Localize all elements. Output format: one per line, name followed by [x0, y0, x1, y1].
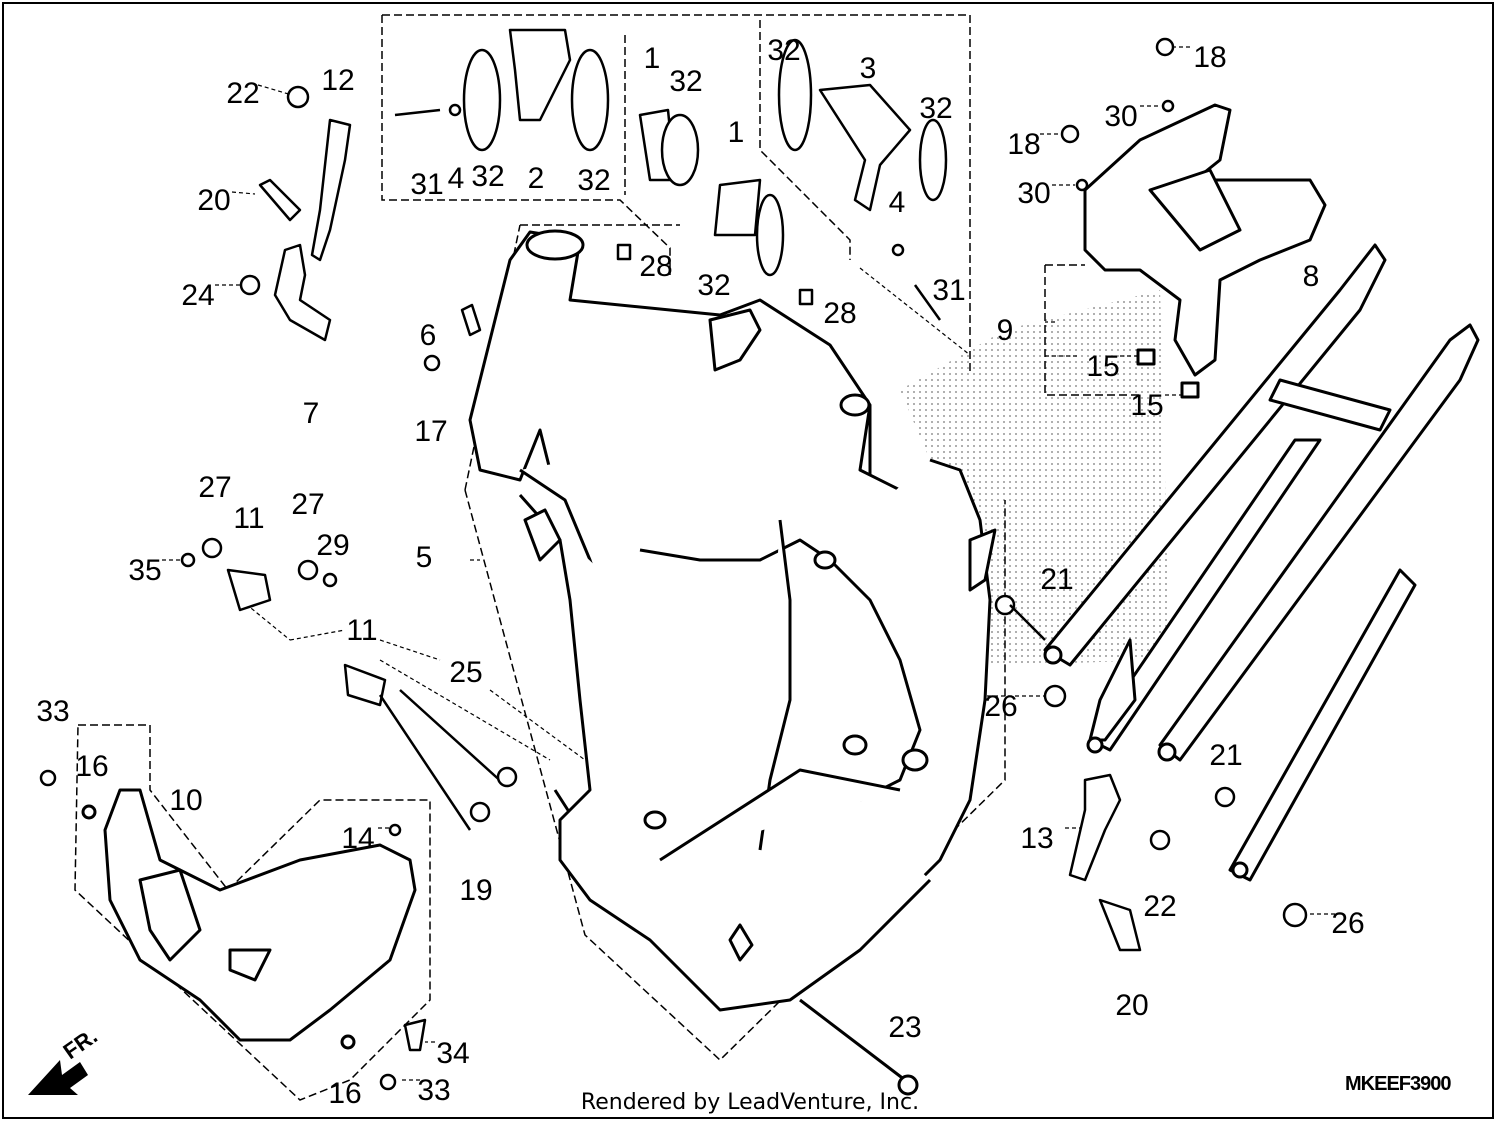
callout-c32c: 32 — [669, 65, 702, 98]
callout-c30a: 30 — [1104, 100, 1137, 133]
callout-c15a: 15 — [1086, 350, 1119, 383]
small-parts-right — [994, 594, 1308, 952]
callout-c32a: 32 — [471, 160, 504, 193]
group-boxes — [74, 14, 1140, 1101]
callout-c19: 19 — [459, 874, 492, 907]
callout-c9: 9 — [997, 314, 1014, 347]
callout-c23: 23 — [888, 1011, 921, 1044]
callout-c17: 17 — [414, 415, 447, 448]
callout-c24: 24 — [181, 279, 214, 312]
leader-lines — [162, 46, 1342, 1081]
callout-c3: 3 — [860, 52, 877, 85]
callout-c16b: 16 — [328, 1077, 361, 1110]
callout-c20a: 20 — [197, 184, 230, 217]
callout-c27b: 27 — [291, 488, 324, 521]
front-direction-arrow — [28, 1060, 88, 1095]
callout-c11a: 11 — [233, 502, 264, 535]
diagram-code: MKEEF3900 — [1345, 1073, 1451, 1095]
long-bolts — [799, 998, 919, 1096]
small-parts-left — [39, 85, 518, 1091]
callout-c7: 7 — [303, 397, 320, 430]
callout-c29: 29 — [316, 529, 349, 562]
callout-c22a: 22 — [226, 77, 259, 110]
callout-c26a: 26 — [984, 690, 1017, 723]
callout-c12: 12 — [321, 64, 354, 97]
skid-plate — [81, 788, 417, 1050]
callout-c32d: 32 — [767, 34, 800, 67]
small-parts-top — [394, 28, 1175, 321]
bracket-assembly — [1083, 103, 1327, 399]
callout-c14: 14 — [341, 822, 374, 855]
callout-c18a: 18 — [1193, 41, 1226, 74]
callout-c18b: 18 — [1007, 128, 1040, 161]
callout-c28b: 28 — [823, 297, 856, 330]
callout-c31a: 31 — [410, 168, 443, 201]
callout-c4a: 4 — [448, 162, 465, 195]
callout-c28a: 28 — [639, 250, 672, 283]
subframe — [1043, 243, 1480, 882]
callout-c1a: 1 — [644, 42, 661, 75]
callout-layer: 1123445678910111112131415151616171818192… — [36, 34, 1364, 1110]
callout-c13: 13 — [1020, 822, 1053, 855]
callout-c25: 25 — [449, 656, 482, 689]
callout-c6: 6 — [420, 319, 437, 352]
render-credit: Rendered by LeadVenture, Inc. — [580, 1090, 920, 1115]
callout-c33b: 33 — [417, 1074, 450, 1107]
callout-c35: 35 — [128, 554, 161, 587]
callout-c11b: 11 — [346, 614, 377, 647]
callout-c32e: 32 — [919, 92, 952, 125]
callout-c1b: 1 — [728, 116, 745, 149]
callout-c34: 34 — [436, 1037, 469, 1070]
callout-c30b: 30 — [1017, 177, 1050, 210]
callout-c4b: 4 — [889, 186, 906, 219]
callout-c33a: 33 — [36, 695, 69, 728]
callout-c26b: 26 — [1331, 907, 1364, 940]
main-frame — [468, 229, 997, 1012]
callout-c31b: 31 — [932, 274, 965, 307]
callout-c15b: 15 — [1130, 389, 1163, 422]
callout-c20b: 20 — [1115, 989, 1148, 1022]
callout-c5: 5 — [416, 541, 433, 574]
callout-c21b: 21 — [1209, 739, 1242, 772]
callout-c10: 10 — [169, 784, 202, 817]
callout-c8: 8 — [1303, 260, 1320, 293]
callout-c32b: 32 — [577, 164, 610, 197]
callout-c32f: 32 — [697, 269, 730, 302]
callout-c16a: 16 — [75, 750, 108, 783]
callout-c22b: 22 — [1143, 890, 1176, 923]
callout-c2: 2 — [528, 162, 545, 195]
callout-c27a: 27 — [198, 471, 231, 504]
callout-c21a: 21 — [1040, 563, 1073, 596]
